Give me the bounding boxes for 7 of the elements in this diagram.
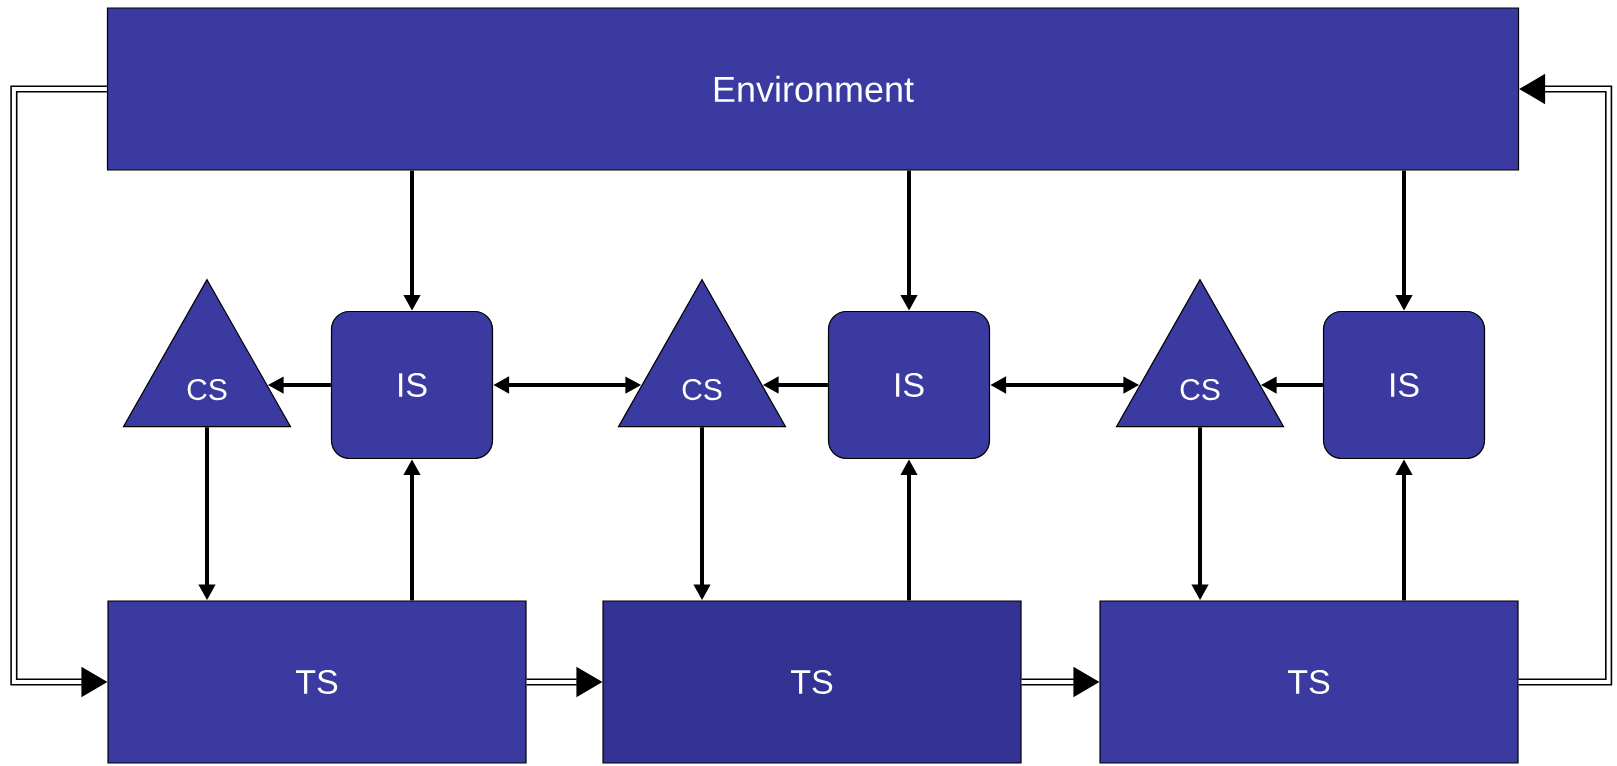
process-box: TS [602,600,1022,764]
process-box: Environment [106,7,1520,171]
rounded-box: IS [1322,310,1486,460]
process-box: TS [107,600,527,764]
rounded-box: IS [330,310,494,460]
rounded-box: IS [827,310,991,460]
process-box: TS [1099,600,1519,764]
